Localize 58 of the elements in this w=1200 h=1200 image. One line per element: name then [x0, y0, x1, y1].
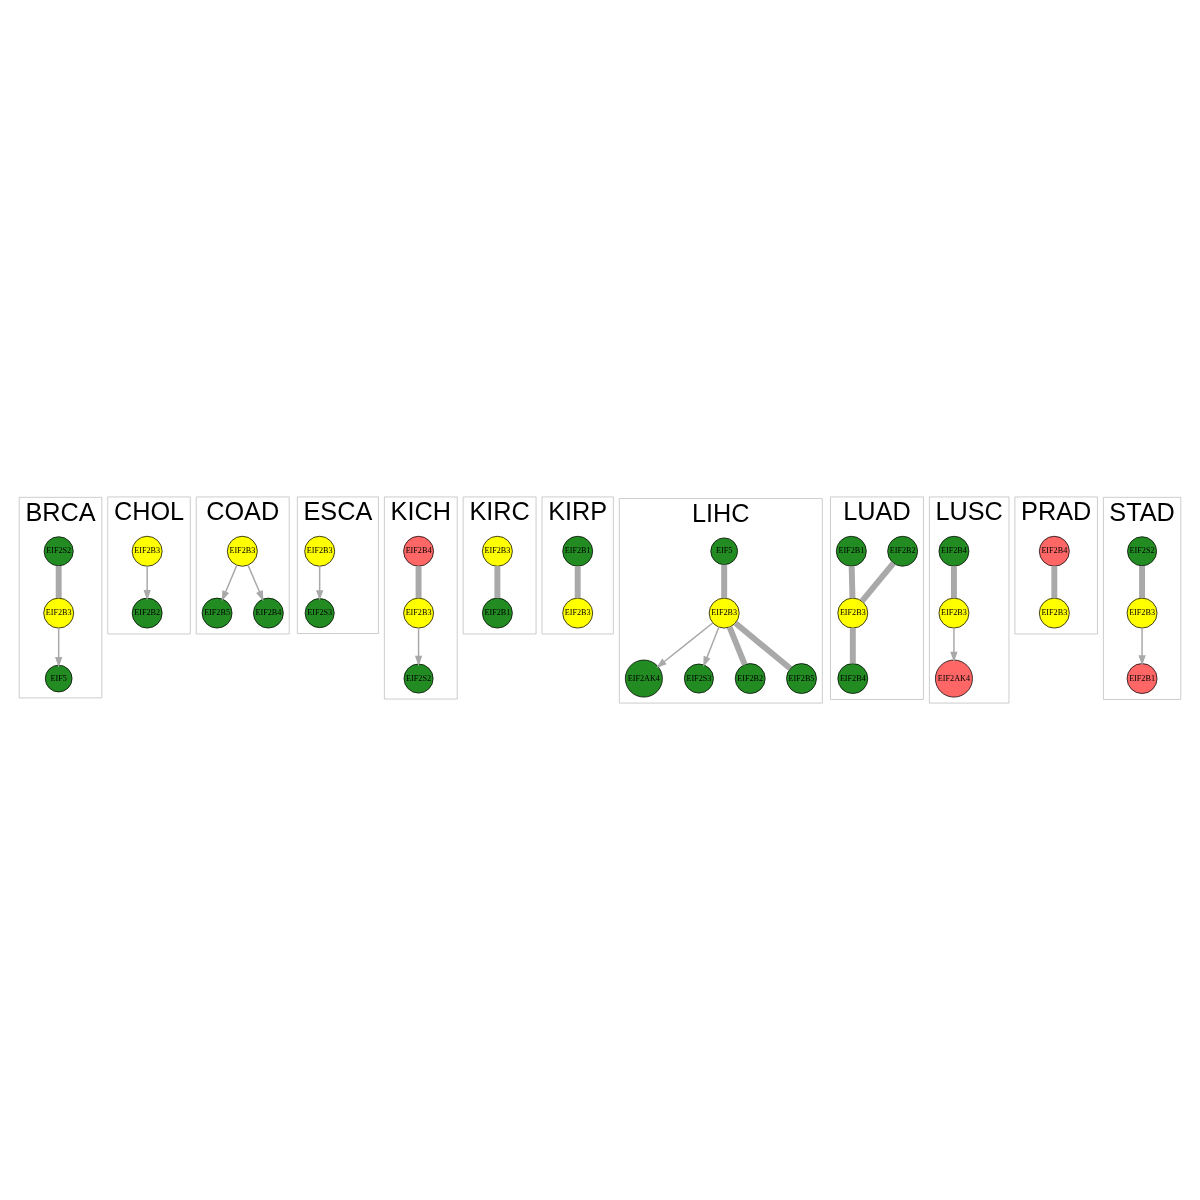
- node-circle: EIF2B1: [1126, 663, 1158, 694]
- connector: [55, 566, 62, 598]
- arrow: [703, 626, 720, 667]
- arrow: [1138, 627, 1146, 666]
- node-circle: EIF2B2: [734, 663, 766, 694]
- node-circle: EIF2B3: [1038, 597, 1070, 629]
- node-circle: EIF2B4: [403, 535, 434, 567]
- connector: [859, 561, 896, 604]
- arrow: [55, 627, 63, 668]
- node-circle: EIF2B3: [708, 597, 740, 629]
- node-circle: EIF2B3: [1126, 597, 1158, 629]
- node-circle: EIF2S2: [403, 663, 434, 694]
- node-circle: EIF2B2: [131, 597, 163, 629]
- node-circle: EIF2B3: [304, 535, 336, 567]
- connector: [726, 625, 748, 666]
- arrow: [950, 627, 958, 663]
- node-circle: EIF2B2: [887, 535, 918, 567]
- node-circle: EIF2S3: [683, 663, 714, 694]
- node-circle: EIF5: [44, 664, 73, 693]
- node-circle: EIF2B5: [786, 663, 817, 694]
- connector: [1051, 566, 1058, 599]
- connector: [733, 621, 793, 671]
- connector: [574, 566, 581, 599]
- arrow: [656, 622, 714, 668]
- node-circle: EIF2B3: [938, 597, 970, 629]
- arrow: [143, 565, 151, 601]
- node-circle: EIF2B3: [403, 597, 434, 629]
- connector: [415, 566, 422, 599]
- arrow: [221, 564, 238, 602]
- node-circle: EIF2S2: [43, 536, 74, 567]
- arrow: [316, 565, 324, 601]
- node-circle: EIF2B4: [253, 597, 284, 629]
- node-circle: EIF2B3: [131, 535, 163, 567]
- node-circle: EIF2B3: [43, 597, 75, 629]
- node-circle: EIF2B4: [1038, 535, 1070, 567]
- node-circle: EIF2B3: [482, 535, 513, 567]
- connector: [848, 566, 856, 599]
- arrow: [414, 627, 423, 667]
- connector: [849, 628, 856, 664]
- node-circle: EIF2B1: [562, 535, 594, 567]
- connector: [721, 564, 728, 599]
- node-circle: EIF2S3: [304, 598, 335, 629]
- connector: [950, 566, 957, 599]
- node-circle: EIF2B3: [837, 597, 869, 629]
- node-circle: EIF5: [710, 537, 738, 565]
- node-circle: EIF2B3: [562, 597, 594, 629]
- connector: [494, 566, 501, 599]
- node-circle: EIF2B4: [938, 535, 970, 567]
- arrow: [247, 564, 264, 602]
- node-circle: EIF2B5: [201, 597, 233, 629]
- node-circle: EIF2AK4: [624, 659, 663, 698]
- node-circle: EIF2S2: [1127, 536, 1157, 567]
- node-circle: EIF2AK4: [935, 659, 973, 698]
- node-circle: EIF2B4: [837, 663, 869, 694]
- node-circle: EIF2B1: [835, 535, 867, 567]
- node-circle: EIF2B1: [482, 597, 513, 629]
- node-circle: EIF2B3: [227, 535, 258, 567]
- connector: [1139, 566, 1146, 598]
